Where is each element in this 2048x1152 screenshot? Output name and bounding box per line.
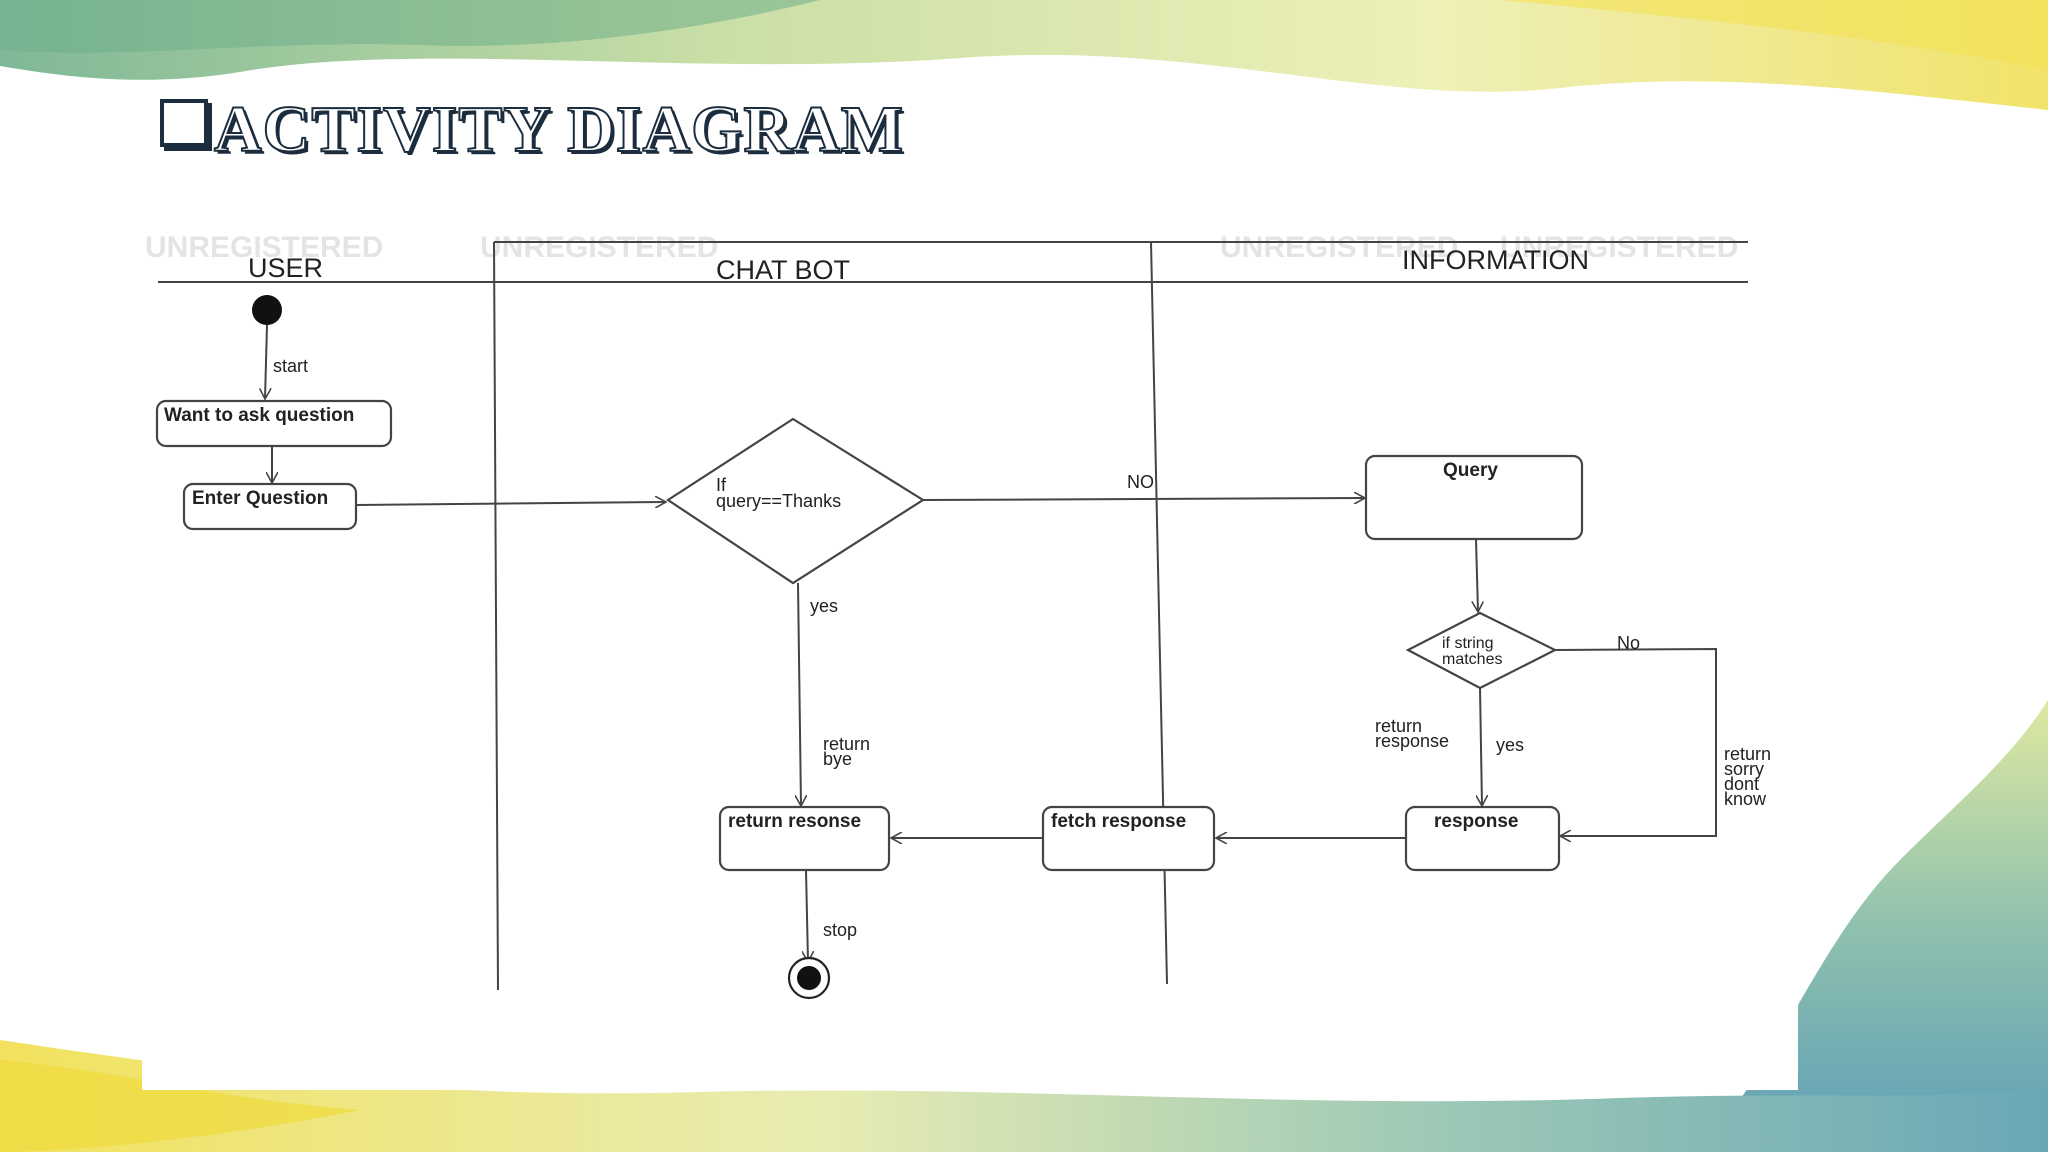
edge-label-stop: stop (823, 920, 857, 940)
watermark-text: UNREGISTERED (480, 231, 718, 264)
decision-label-line2: query==Thanks (716, 491, 841, 511)
activity-label-return-resonse: return resonse (728, 811, 861, 832)
activity-enter-question (182, 482, 358, 531)
edge-label-sorry-4: know (1724, 789, 1767, 809)
watermark-text: UNREGISTERED (145, 231, 383, 264)
edge-label-sorry-3: dont (1724, 774, 1759, 794)
watermark-text: UNREGISTERED (1500, 231, 1738, 264)
match-label-line2: matches (1442, 651, 1502, 668)
edge-label-return-bye-1: return (823, 734, 870, 754)
edge-match-no-response (1554, 647, 1717, 836)
lane-separator-user-chatbot (493, 241, 499, 991)
activity-want-to-ask-question (155, 399, 393, 448)
edge-return-stop (806, 869, 808, 962)
slide-title: ACTIVITY DIAGRAM (160, 92, 904, 168)
start-node (252, 295, 282, 325)
edge-match-yes-response (1480, 687, 1482, 806)
activity-label-fetch-response: fetch response (1051, 811, 1186, 832)
decision-query-thanks (665, 417, 926, 585)
edge-label-return-bye-2: bye (823, 749, 852, 769)
edge-label-no-lower: No (1617, 633, 1640, 653)
edge-query-match (1476, 539, 1478, 612)
edge-label-yes-right: yes (1496, 735, 1524, 755)
slide-title-text: ACTIVITY DIAGRAM (213, 92, 905, 167)
end-node-core (797, 966, 821, 990)
lane-title-information: INFORMATION (1402, 245, 1589, 275)
watermark-text: UNREGISTERED (1220, 231, 1458, 264)
edge-label-no-upper: NO (1127, 472, 1154, 492)
activity-return-resonse (718, 805, 891, 872)
lane-title-user: USER (248, 253, 323, 283)
edge-label-yes-left: yes (810, 596, 838, 616)
edge-label-sorry-1: return (1724, 744, 1771, 764)
edge-enter-decision (355, 502, 666, 505)
edge-label-start: start (273, 356, 308, 376)
edge-start-ask (265, 324, 267, 399)
edge-label-sorry-2: sorry (1724, 759, 1764, 779)
edge-decision-return-yes (798, 582, 801, 806)
activity-label-want-to-ask-question: Want to ask question (164, 405, 354, 426)
activity-query (1364, 454, 1584, 541)
match-label-line1: if string (1442, 635, 1494, 652)
lane-title-chatbot: CHAT BOT (716, 255, 850, 285)
edge-label-return-response-2: response (1375, 731, 1449, 751)
edge-label-return-response-1: return (1375, 716, 1422, 736)
square-bullet-icon (160, 99, 208, 147)
activity-label-response: response (1434, 811, 1518, 832)
decision-label-line1: If (716, 475, 727, 495)
activity-label-query: Query (1443, 460, 1498, 481)
lane-separator-chatbot-information (1150, 241, 1168, 985)
edge-decision-query-no (922, 498, 1365, 500)
activity-label-enter-question: Enter Question (192, 488, 328, 509)
